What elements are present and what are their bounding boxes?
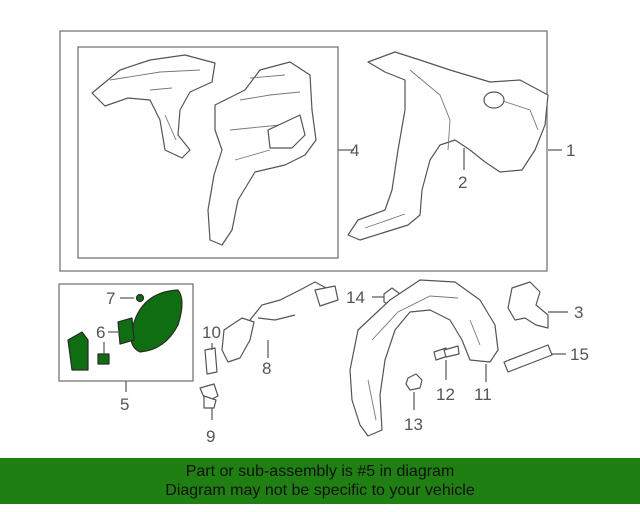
callout-11[interactable]: 11 xyxy=(474,385,492,404)
callout-10[interactable]: 10 xyxy=(202,323,221,342)
callout-14[interactable]: 14 xyxy=(346,288,365,307)
leader-lines xyxy=(103,148,568,420)
bracket-part[interactable] xyxy=(507,281,549,329)
bolt-part[interactable] xyxy=(199,383,219,409)
callout-3[interactable]: 3 xyxy=(574,303,583,322)
banner-line-1: Part or sub-assembly is #5 in diagram xyxy=(185,463,455,480)
inner-panel-frame xyxy=(77,46,339,259)
fuel-door-assembly[interactable] xyxy=(67,289,183,371)
notice-banner: Part or sub-assembly is #5 in diagram Di… xyxy=(0,458,640,504)
inner-panel-parts[interactable] xyxy=(91,54,317,246)
callout-13[interactable]: 13 xyxy=(404,415,423,434)
callout-1[interactable]: 1 xyxy=(566,141,575,160)
nut-part[interactable] xyxy=(405,373,423,391)
pin-part[interactable] xyxy=(204,347,218,375)
screw-part[interactable] xyxy=(433,345,460,361)
callout-12[interactable]: 12 xyxy=(436,385,455,404)
banner-line-2: Diagram may not be specific to your vehi… xyxy=(165,482,475,499)
callout-7[interactable]: 7 xyxy=(106,289,115,308)
callout-15[interactable]: 15 xyxy=(570,345,589,364)
assembly-frame xyxy=(59,30,548,272)
release-cable-part[interactable] xyxy=(221,281,339,363)
callout-6[interactable]: 6 xyxy=(96,323,105,342)
callout-5[interactable]: 5 xyxy=(120,395,129,414)
callout-9[interactable]: 9 xyxy=(206,427,215,446)
callout-8[interactable]: 8 xyxy=(262,359,271,378)
callouts: 1 2 3 4 5 6 7 8 9 10 11 12 13 14 15 xyxy=(96,141,589,446)
strip-part[interactable] xyxy=(503,344,553,373)
wheel-liner-part[interactable] xyxy=(349,279,499,437)
callout-4[interactable]: 4 xyxy=(350,141,359,160)
callout-2[interactable]: 2 xyxy=(458,173,467,192)
quarter-panel[interactable] xyxy=(347,51,549,241)
